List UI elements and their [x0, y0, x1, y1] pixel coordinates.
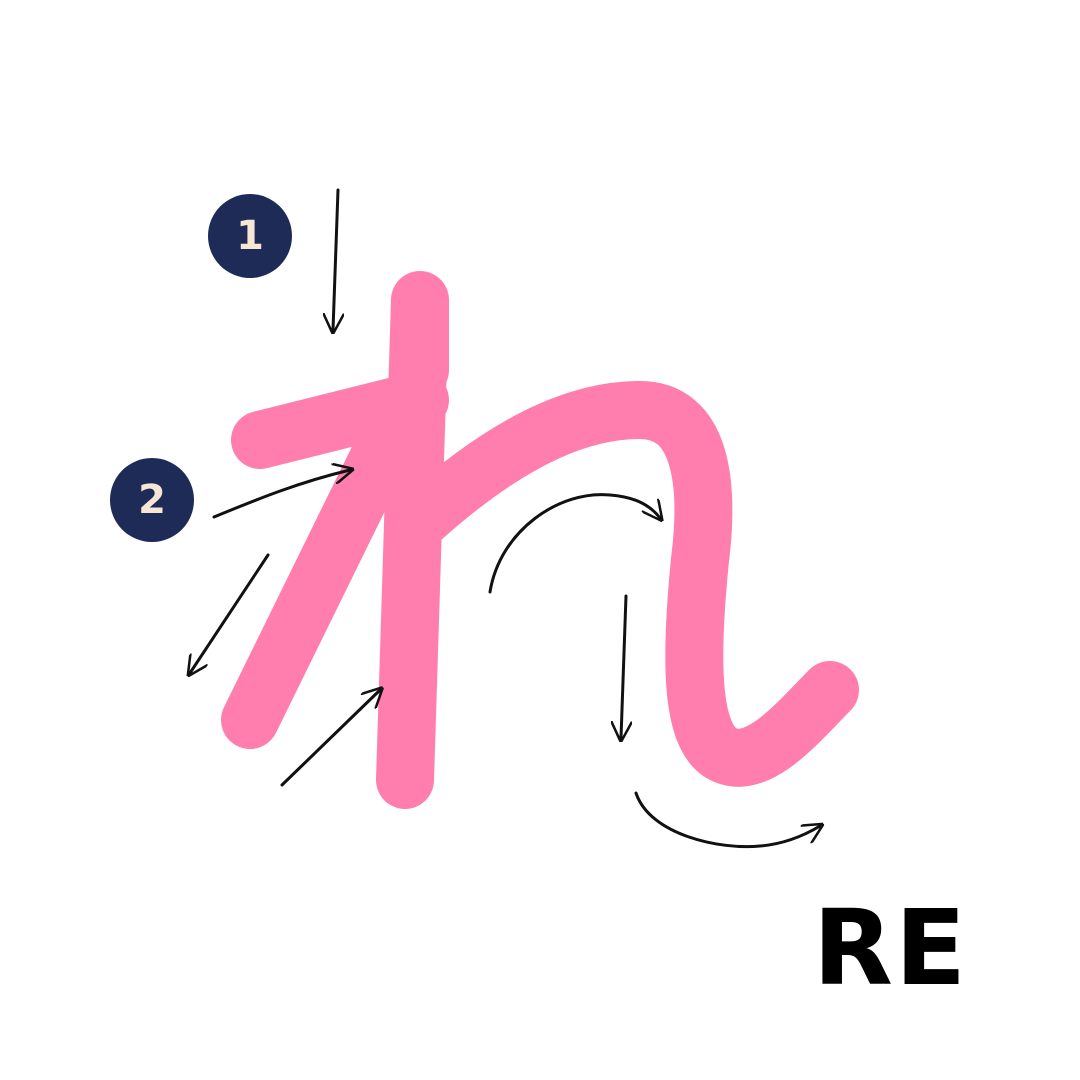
romaji-label: RE — [812, 887, 968, 1009]
stroke-order-badge-1: 1 — [208, 194, 292, 278]
arrow-up-right — [280, 690, 380, 787]
arrow-bottom-curve — [634, 791, 820, 849]
stroke-direction-arrows — [190, 188, 820, 849]
arrow-stroke-1-down — [333, 188, 338, 330]
character-stroke-1-diagonal — [221, 406, 419, 749]
character-glyph — [221, 271, 859, 809]
badge-number: 1 — [236, 213, 264, 259]
arrow-down-left — [190, 553, 270, 673]
arrow-curve-right — [488, 493, 660, 594]
arrow-right-side-down — [621, 594, 626, 738]
character-stroke-2 — [391, 381, 859, 787]
badge-number: 2 — [138, 477, 166, 523]
arrow-stroke-2-right — [212, 470, 350, 519]
stroke-order-badge-2: 2 — [110, 458, 194, 542]
